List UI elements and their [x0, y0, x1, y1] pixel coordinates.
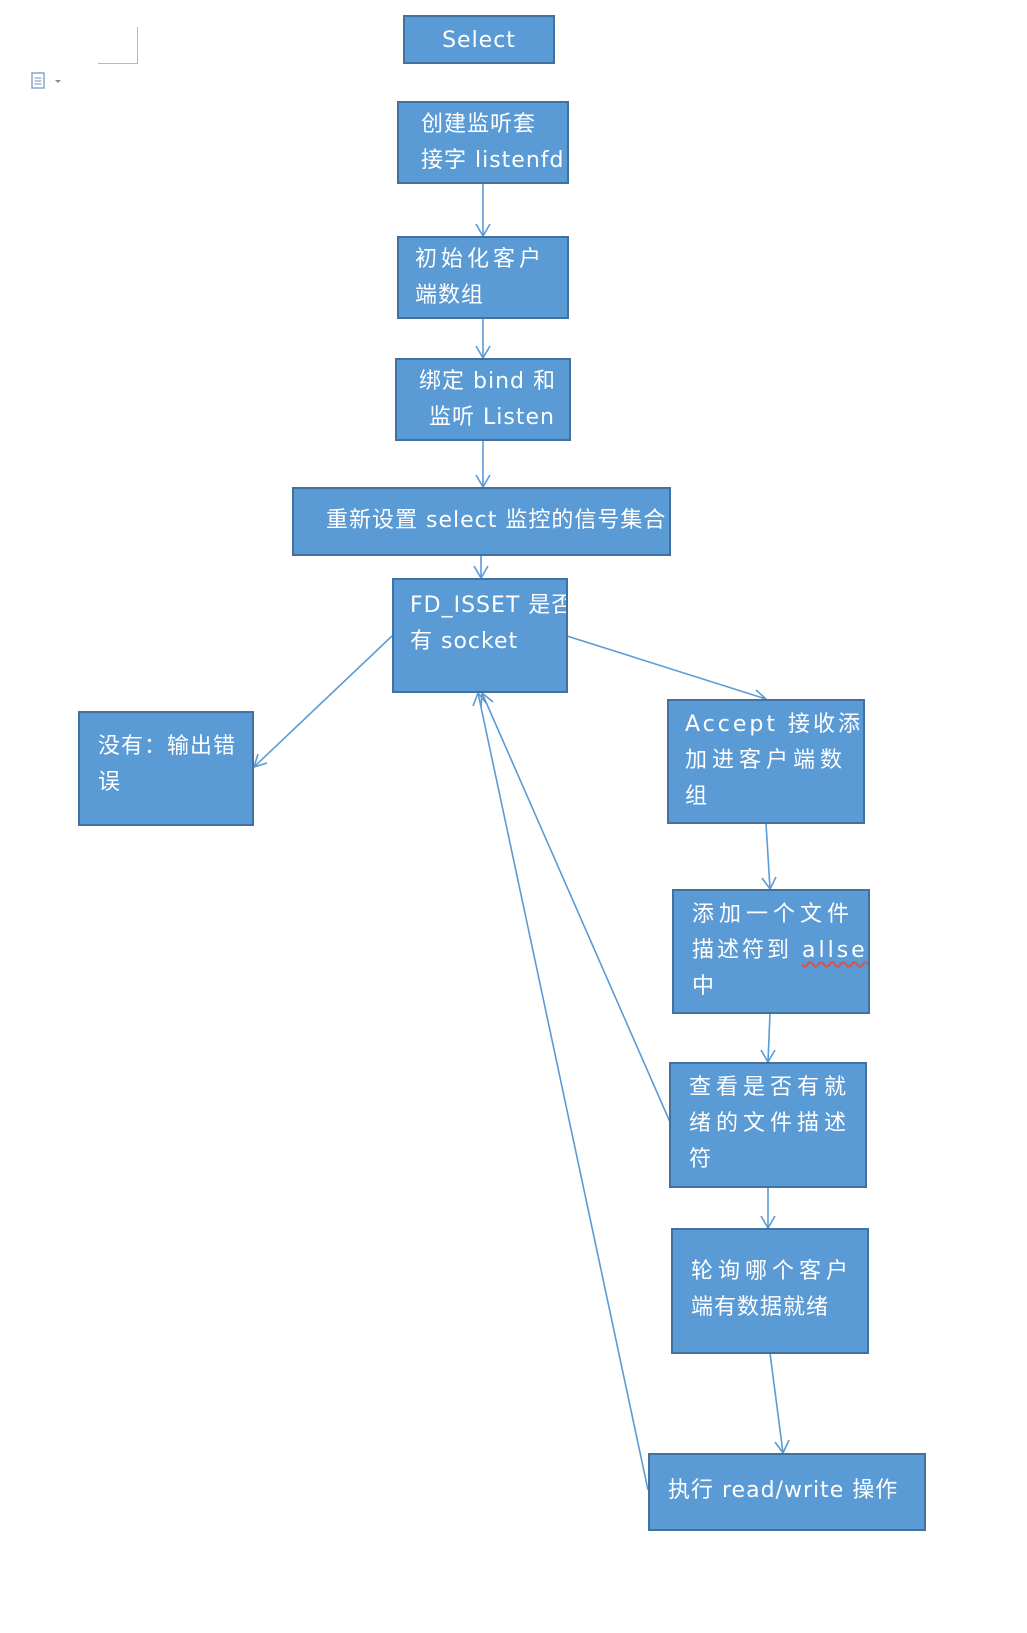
node-accept-client-line1: Accept 接收添: [685, 712, 863, 737]
node-no-socket-error-line2: 误: [98, 770, 122, 795]
node-add-fd-to-allset-line2: 描述符到 allset: [692, 933, 868, 969]
arrow-poll-to-readwrite: [769, 1352, 790, 1455]
dropdown-caret-icon: [55, 80, 61, 83]
node-bind-and-listen: 绑定 bind 和 监听 Listen: [395, 358, 571, 441]
node-read-write: 执行 read/write 操作: [648, 1453, 926, 1531]
node-read-write-label: 执行 read/write 操作: [668, 1478, 899, 1503]
node-add-fd-to-allset-line3: 中: [692, 974, 716, 999]
arrow-fdisset-to-error: [252, 635, 393, 769]
node-no-socket-error: 没有：输出错 误: [78, 711, 254, 826]
node-init-client-array-line2: 端数组: [415, 283, 485, 308]
arrow-fdisset-to-accept: [566, 635, 768, 702]
node-check-ready-fd: 查看是否有就 绪的文件描述 符: [669, 1062, 867, 1188]
node-add-fd-to-allset-line2-text: 描述符到: [692, 938, 802, 963]
node-select-label: Select: [442, 28, 516, 53]
arrow-accept-to-addfd: [761, 822, 777, 891]
node-create-listen-socket: 创建监听套 接字 listenfd: [397, 101, 569, 184]
arrow-check-to-poll: [760, 1187, 776, 1230]
node-add-fd-to-allset-line1: 添加一个文件: [692, 902, 855, 927]
node-add-fd-to-allset-allset-word: allset: [802, 938, 868, 963]
node-init-client-array-line1: 初始化客户: [415, 247, 546, 272]
node-accept-client-line2: 加进客户端数: [685, 748, 848, 773]
arrow-init-to-bind: [475, 318, 491, 360]
node-poll-client-data: 轮询哪个客户 端有数据就绪: [671, 1228, 869, 1354]
arrow-check-back-to-fdisset: [480, 691, 671, 1123]
arrow-readwrite-back-to-fdisset: [472, 691, 649, 1491]
node-accept-client-line3: 组: [685, 784, 709, 809]
document-options-icon[interactable]: [31, 71, 65, 95]
arrow-addfd-to-check: [760, 1012, 776, 1064]
node-accept-client: Accept 接收添 加进客户端数 组: [667, 699, 865, 824]
arrow-create-to-init: [475, 183, 491, 238]
node-check-ready-fd-line1: 查看是否有就: [689, 1075, 852, 1100]
page-margin-corner-mark: [98, 27, 138, 64]
arrow-bind-to-reset: [475, 440, 491, 489]
node-reset-select-set-label: 重新设置 select 监控的信号集合: [326, 508, 667, 533]
node-fd-isset-check-line2: 有 socket: [410, 629, 519, 654]
node-poll-client-data-line2: 端有数据就绪: [691, 1295, 830, 1320]
node-check-ready-fd-line2: 绪的文件描述: [689, 1111, 852, 1136]
node-bind-and-listen-line2: 监听 Listen: [429, 405, 555, 430]
node-add-fd-to-allset: 添加一个文件 描述符到 allset 中: [672, 889, 870, 1014]
node-fd-isset-check-line1: FD_ISSET 是否: [410, 593, 568, 618]
node-create-listen-socket-line1: 创建监听套: [421, 112, 537, 137]
node-init-client-array: 初始化客户 端数组: [397, 236, 569, 319]
node-poll-client-data-line1: 轮询哪个客户: [691, 1259, 854, 1284]
node-create-listen-socket-line2: 接字 listenfd: [421, 148, 565, 173]
node-check-ready-fd-line3: 符: [689, 1147, 713, 1172]
arrow-reset-to-fdisset: [473, 555, 489, 580]
node-no-socket-error-line1: 没有：输出错: [98, 734, 237, 759]
node-fd-isset-check: FD_ISSET 是否 有 socket: [392, 578, 568, 693]
node-reset-select-set: 重新设置 select 监控的信号集合: [292, 487, 671, 556]
node-select: Select: [403, 15, 555, 64]
node-bind-and-listen-line1: 绑定 bind 和: [419, 369, 556, 394]
